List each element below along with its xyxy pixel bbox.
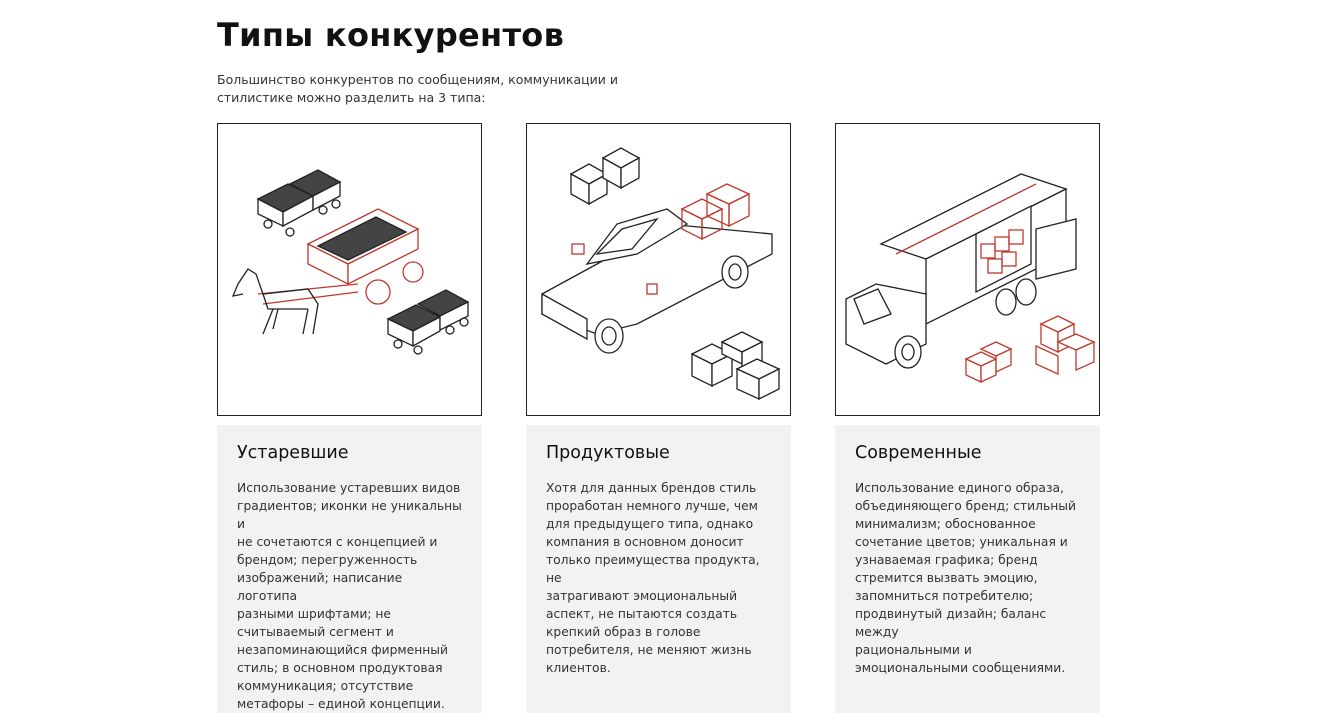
card-title: Продуктовые [546,443,670,463]
card-panel: Продуктовые Хотя для данных брендов стил… [526,425,791,713]
card-description: Использование единого образа, объединяющ… [855,481,1076,675]
card-description: Хотя для данных брендов стиль проработан… [546,481,760,675]
card-description: Использование устаревших видов градиенто… [237,481,462,711]
delivery-truck-icon [845,173,1096,384]
card-title: Современные [855,443,982,463]
cart-horse-icon [231,169,470,355]
pickup-truck-icon [541,147,781,401]
card-outdated: Устаревшие Использование устаревших видо… [217,123,482,713]
card-product: Продуктовые Хотя для данных брендов стил… [526,123,791,713]
page-title: Типы конкурентов [217,16,565,54]
illustration-frame [835,123,1100,416]
intro-text: Большинство конкурентов по сообщениям, к… [217,72,618,105]
card-modern: Современные Использование единого образа… [835,123,1100,713]
illustration-frame [526,123,791,416]
illustration-frame [217,123,482,416]
card-panel: Устаревшие Использование устаревших видо… [217,425,482,713]
card-title: Устаревшие [237,443,349,463]
card-panel: Современные Использование единого образа… [835,425,1100,713]
